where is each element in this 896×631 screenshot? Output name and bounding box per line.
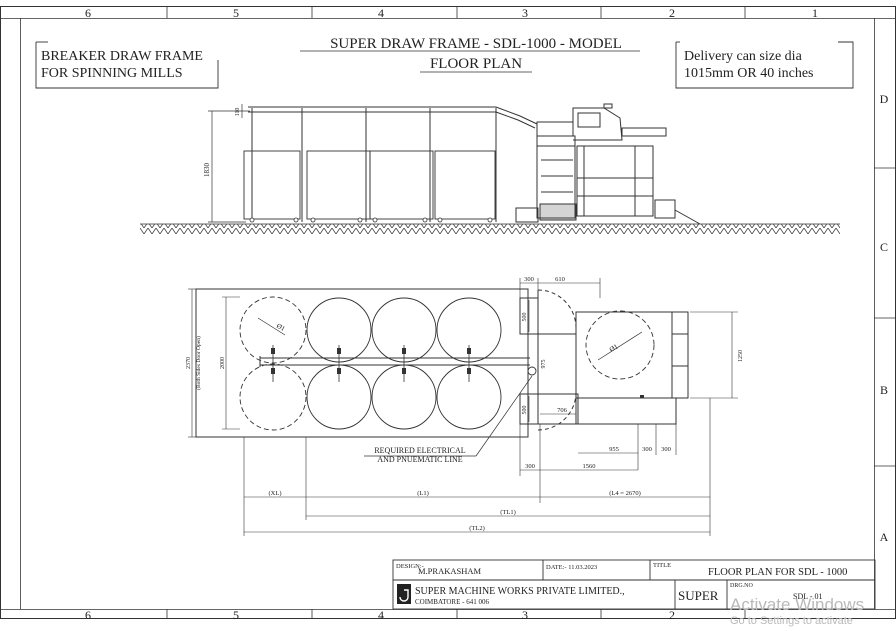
- dim-l4: (L4 = 2670): [609, 490, 640, 497]
- dim-300-a: 300: [642, 446, 652, 453]
- watermark-line1: Activate Windows: [730, 595, 865, 614]
- row-label-a: A: [880, 530, 889, 544]
- company-logo: [397, 584, 411, 604]
- column-label-6: 6: [85, 6, 91, 20]
- title-label: TITLE: [653, 562, 671, 569]
- dim-610: 610: [555, 276, 565, 283]
- watermark-line2: Go to Settings to activate: [730, 615, 853, 627]
- dim-2000: 2000: [220, 357, 226, 369]
- company-name: SUPER MACHINE WORKS PRIVATE LIMITED.,: [415, 586, 625, 597]
- column-label-4-bottom: 4: [378, 608, 384, 622]
- electrical-note-line2: AND PNUEMATIC LINE: [377, 455, 462, 464]
- dim-955: 955: [609, 446, 619, 453]
- creel-outline: [195, 288, 529, 438]
- activation-watermark: Activate Windows Go to Settings to activ…: [730, 596, 864, 627]
- row-label-c: C: [880, 240, 888, 254]
- block-title: FLOOR PLAN FOR SDL - 1000: [708, 567, 847, 578]
- sheet-border: [0, 6, 896, 619]
- dim-tl2: (TL2): [469, 525, 485, 532]
- column-label-2-bottom: 2: [669, 608, 675, 622]
- dim-1560: 1560: [583, 463, 596, 470]
- ground-hatch: [140, 224, 840, 234]
- dia-label-right: Ø1: [608, 342, 620, 353]
- dim-1250: 1250: [738, 350, 744, 362]
- drawing-number: SDL - 01: [793, 592, 822, 601]
- electrical-note-line1: REQUIRED ELECTRICAL: [374, 446, 465, 455]
- title-line2: FLOOR PLAN: [430, 56, 522, 72]
- grid-labels: 6 5 4 3 2 1 6 5 4 3 2 D C B A: [85, 6, 889, 622]
- delivery-can-circle: [585, 310, 655, 380]
- elevation-view: 1830 110: [140, 103, 840, 234]
- dim-300-top: 300: [524, 276, 534, 283]
- company-city: COIMBATORE - 641 006: [415, 598, 489, 606]
- right-note-line1: Delivery can size dia: [684, 49, 803, 64]
- dim-xl: (XL): [269, 490, 282, 497]
- brand-text: SUPER: [678, 588, 719, 603]
- dim-tl1: (TL1): [500, 509, 516, 516]
- title-block: DESIGN:- M.PRAKASHAM DATE:- 11.03.2023 T…: [392, 559, 876, 610]
- dim-2370: 2370: [186, 357, 192, 369]
- column-label-2: 2: [669, 6, 675, 20]
- dim-height-110: 110: [235, 108, 241, 117]
- drawing-title: SUPER DRAW FRAME - SDL-1000 - MODEL FLOO…: [300, 36, 640, 73]
- dim-height-1830: 1830: [203, 163, 211, 178]
- drawing-number-label: DRG.NO: [730, 583, 754, 589]
- plan-view: Ø1: [186, 276, 744, 536]
- dia-label-left: Ø1: [275, 322, 287, 333]
- designer-name: M.PRAKASHAM: [418, 566, 481, 576]
- date-label: DATE:- 11.03.2023: [546, 564, 597, 571]
- dim-l1: (L1): [417, 490, 429, 497]
- left-note-line2: FOR SPINNING MILLS: [41, 66, 183, 81]
- left-note-line1: BREAKER DRAW FRAME: [41, 49, 203, 64]
- column-label-6-bottom: 6: [85, 608, 91, 622]
- column-label-3-bottom: 3: [522, 608, 528, 622]
- design-label: DESIGN:-: [396, 563, 424, 570]
- title-line1: SUPER DRAW FRAME - SDL-1000 - MODEL: [330, 36, 622, 52]
- column-label-5-bottom: 5: [233, 608, 239, 622]
- dim-500-top: 500: [522, 313, 528, 322]
- dim-975: 975: [541, 360, 547, 369]
- column-label-3: 3: [522, 6, 528, 20]
- row-label-b: B: [880, 383, 888, 397]
- dim-300-b: 300: [661, 446, 671, 453]
- dim-706: 706: [557, 407, 568, 414]
- column-label-4: 4: [378, 6, 384, 20]
- right-note-line2: 1015mm OR 40 inches: [684, 66, 814, 81]
- right-note-box: Delivery can size dia 1015mm OR 40 inche…: [675, 41, 854, 89]
- column-label-5: 5: [233, 6, 239, 20]
- dim-300-bottom: 300: [525, 463, 535, 470]
- column-label-1: 1: [812, 6, 818, 20]
- row-label-d: D: [880, 92, 889, 106]
- left-note-box: BREAKER DRAW FRAME FOR SPINNING MILLS: [35, 41, 219, 89]
- dim-500-bottom: 500: [522, 406, 528, 415]
- dim-both-sides-note: (Both Sides Door Open): [195, 336, 202, 390]
